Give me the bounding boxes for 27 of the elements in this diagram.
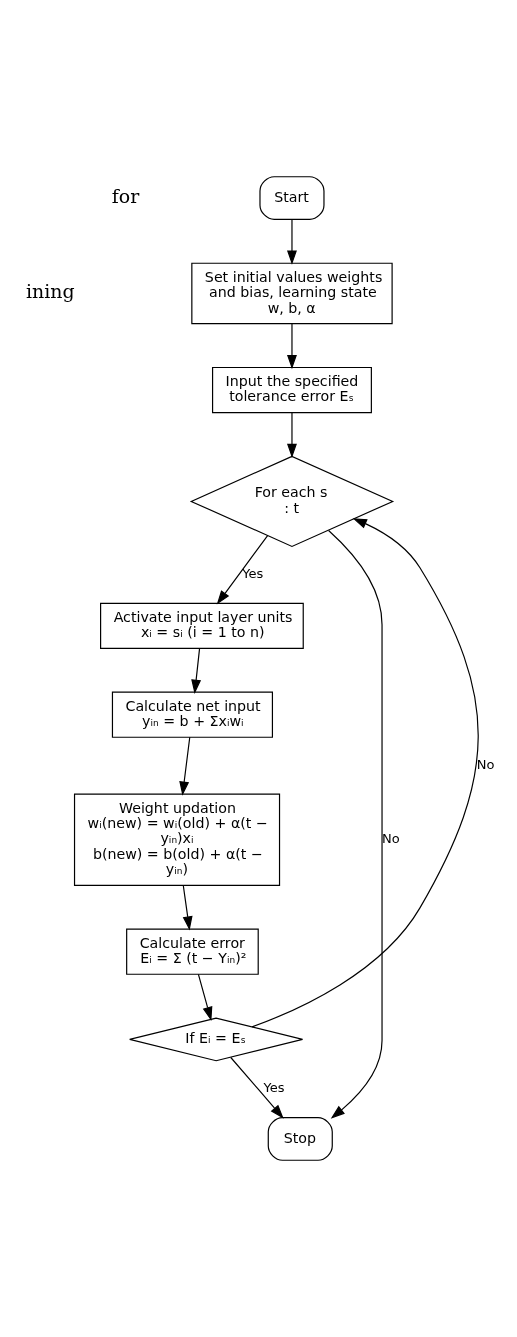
label: ining	[25, 279, 75, 302]
node-box: Weight updation wᵢ(new) = wᵢ(old) + α(t − yᵢₙ)xᵢ b(new) = b(old) + α(t − yᵢₙ)	[73, 793, 281, 886]
arrow	[191, 647, 202, 694]
node-box: Calculate error Eᵢ = Σ (t − Yᵢₙ)²	[126, 928, 259, 975]
edge-label: Yes	[242, 566, 264, 582]
label: for	[111, 184, 140, 207]
node-box: Set initial values weights and bias, learning state w, b, α	[191, 262, 393, 325]
node-box: Calculate net input yᵢₙ = b + Σxᵢwᵢ	[111, 691, 273, 738]
arrow	[287, 323, 297, 370]
arrow	[287, 218, 297, 265]
edge-label: Yes	[263, 1080, 285, 1096]
node-diamond: If Eᵢ = Eₛ	[129, 1017, 304, 1062]
node-box: Stop	[267, 1117, 333, 1161]
node-box: Input the specified tolerance error Eₛ	[212, 366, 372, 414]
arrow	[230, 1056, 284, 1119]
node-box: Activate input layer units xᵢ = sᵢ (i = 1 to n)	[100, 602, 304, 649]
edge-label: No	[476, 756, 495, 772]
arrow	[251, 518, 479, 1028]
arrow	[197, 973, 213, 1022]
node-box: Start	[259, 176, 325, 220]
node-diamond: For each s : t	[189, 455, 395, 548]
arrow	[216, 535, 269, 605]
arrow	[287, 412, 297, 458]
arrow	[328, 529, 383, 1119]
arrow	[179, 736, 191, 796]
arrow	[182, 884, 193, 931]
edge-label: No	[382, 831, 400, 847]
